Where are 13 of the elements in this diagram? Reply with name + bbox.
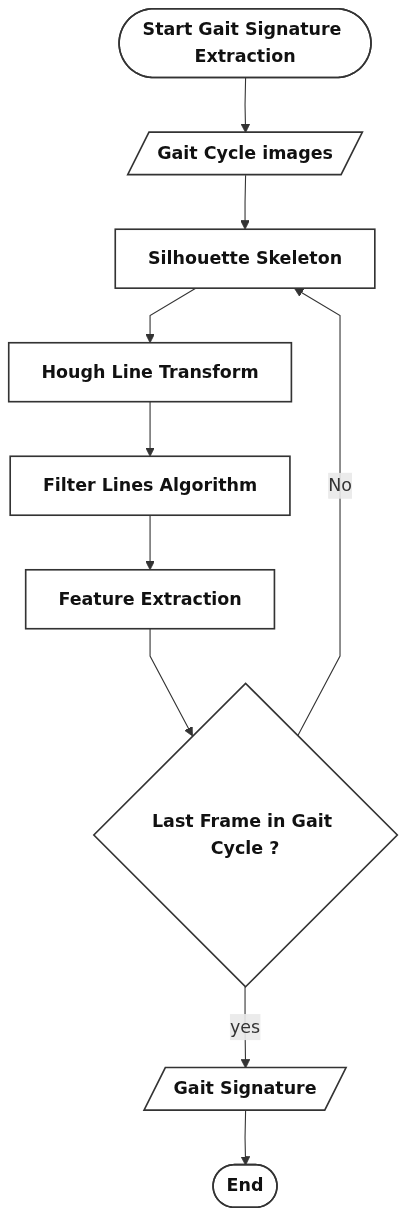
node-box: Silhouette Skeleton xyxy=(114,228,377,289)
arrow xyxy=(145,514,156,571)
node-box: Feature Extraction xyxy=(25,568,276,630)
arrow xyxy=(241,1110,251,1166)
node-box: Hough Line Transform xyxy=(8,341,293,403)
edge-label: No xyxy=(328,474,353,496)
node-box: Filter Lines Algorithm xyxy=(9,455,292,517)
node-diamond: Last Frame in Gait Cycle ? xyxy=(93,682,399,988)
arrow xyxy=(240,174,251,230)
edge-label: yes xyxy=(230,1016,261,1037)
arrow xyxy=(145,287,197,344)
arrow xyxy=(145,401,156,457)
arrow xyxy=(150,628,194,737)
